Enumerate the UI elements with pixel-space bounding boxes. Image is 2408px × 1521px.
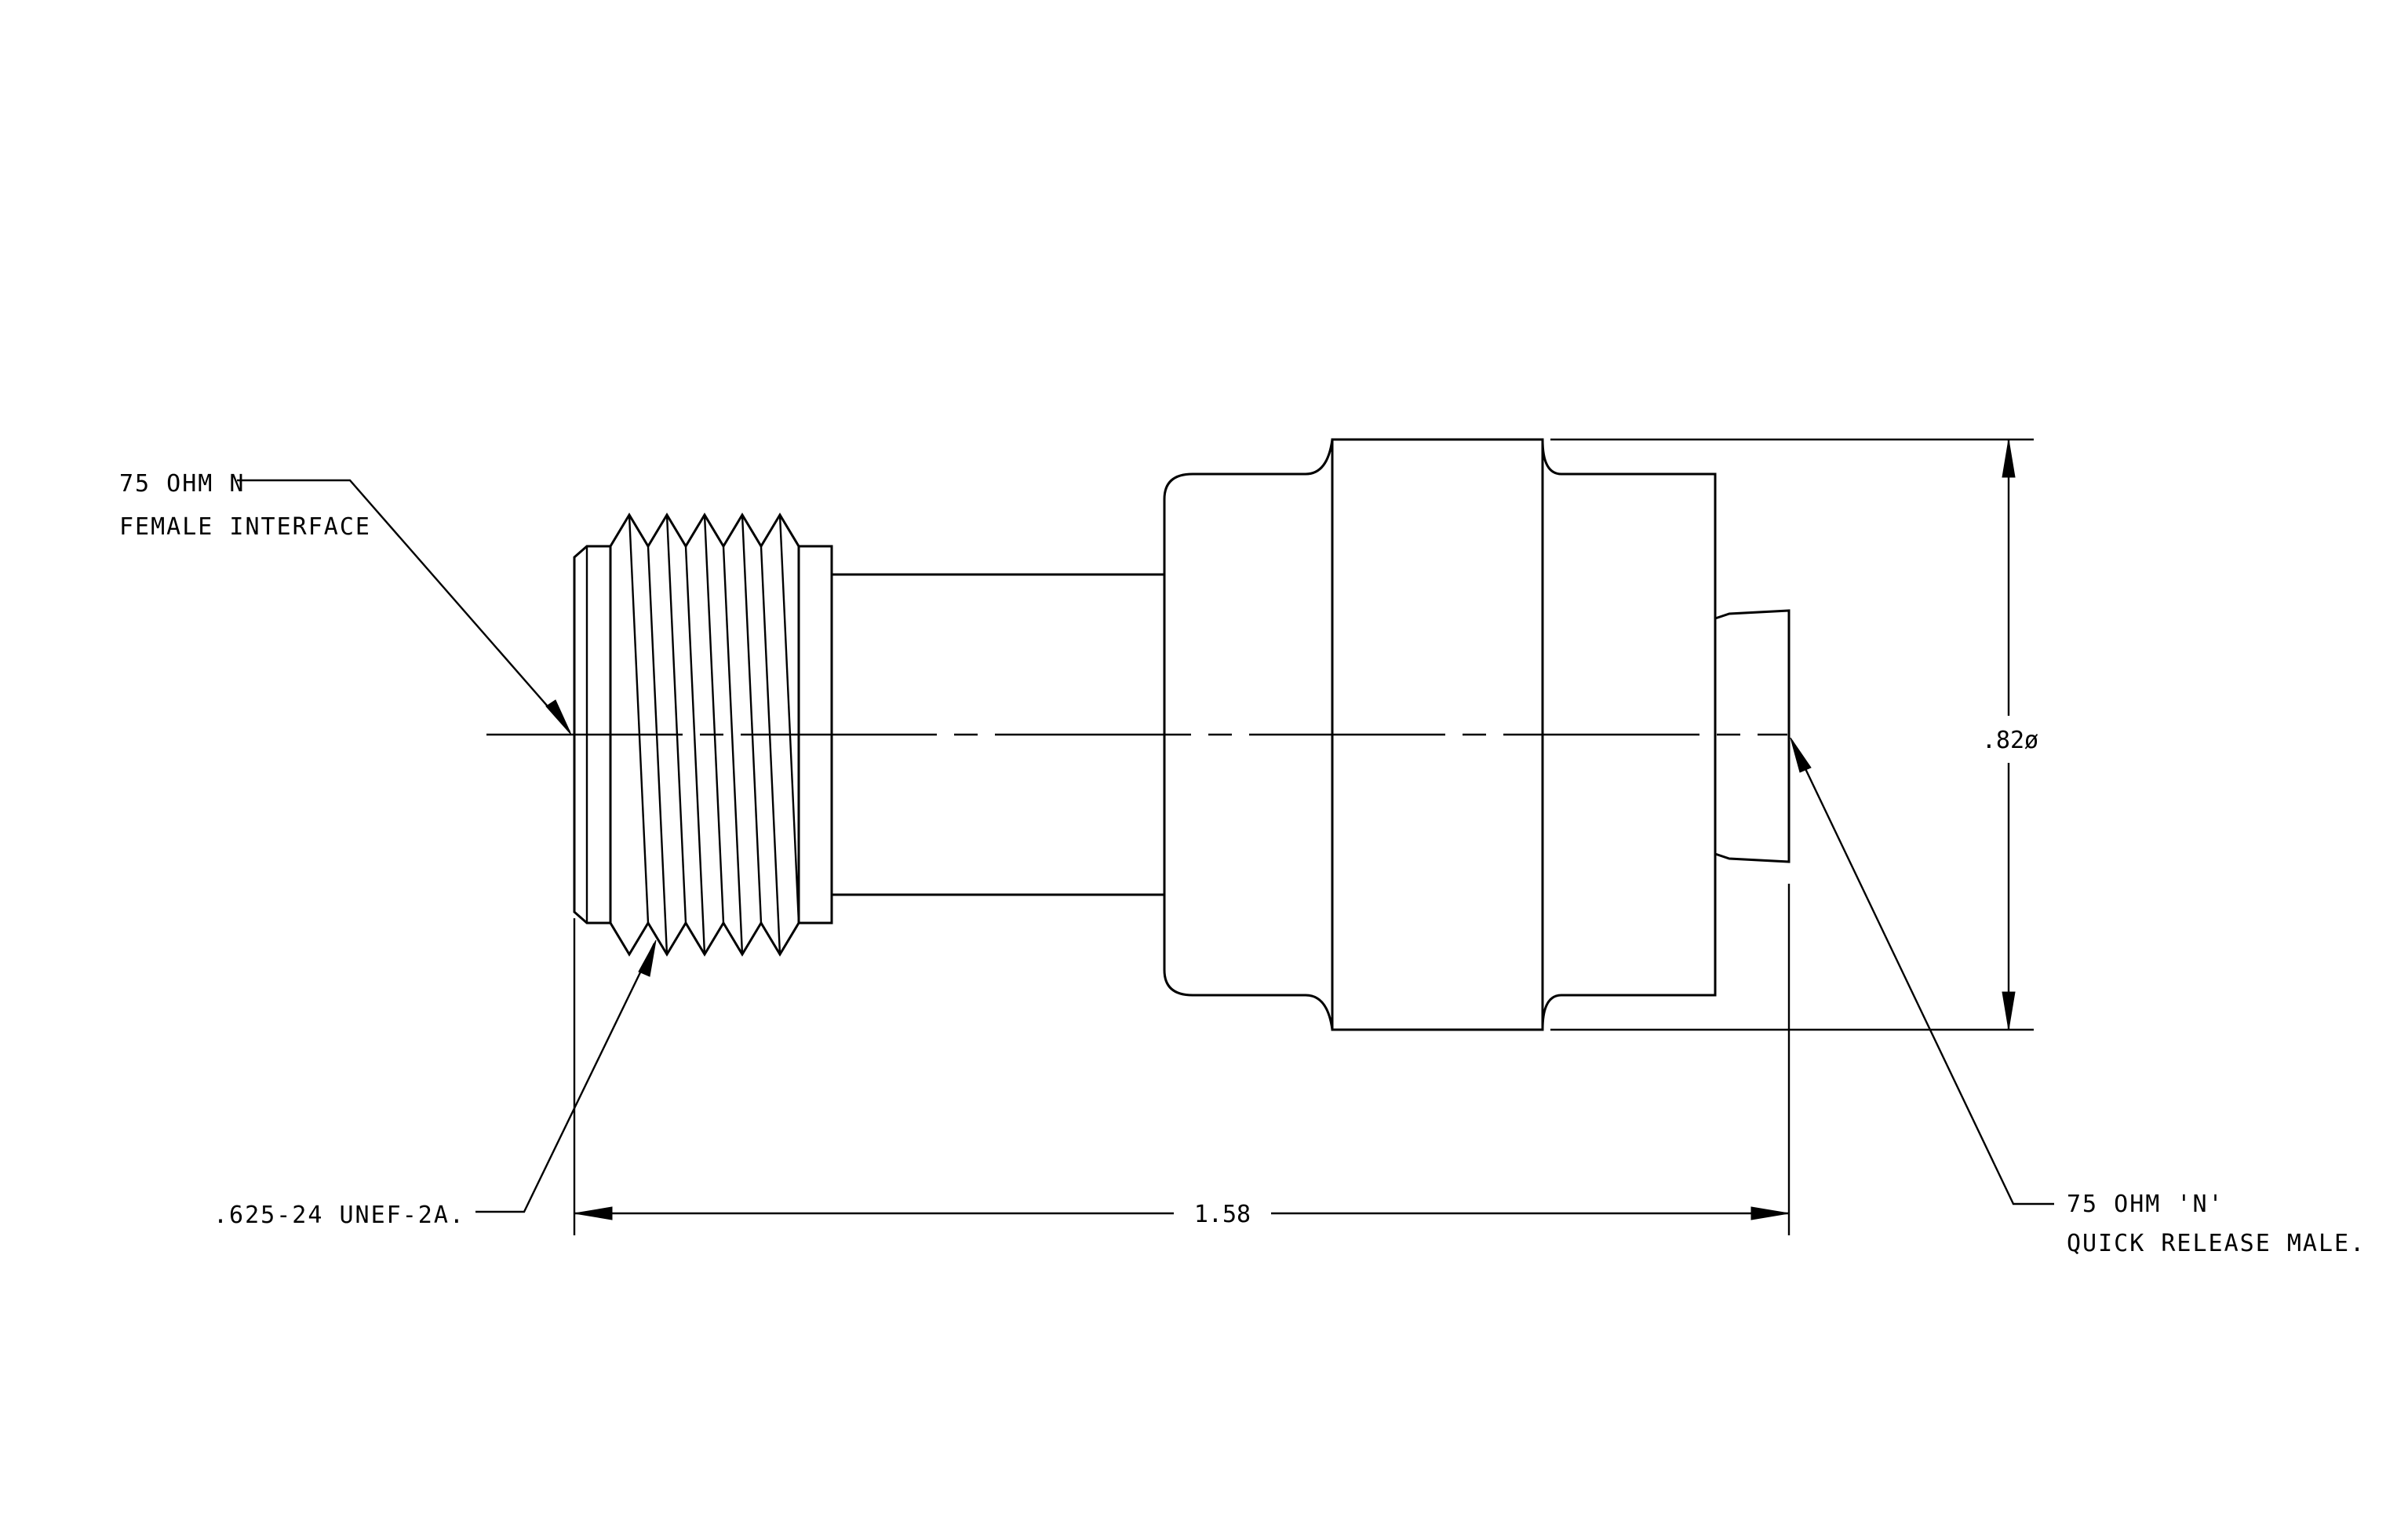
length-dimension-text: 1.58 (1194, 1201, 1251, 1228)
thread-helix-line (665, 514, 687, 924)
thread-helix-line (647, 545, 668, 955)
male-pin (1714, 609, 1791, 863)
female-interface-label-line2: FEMALE INTERFACE (119, 513, 371, 541)
thread-section (609, 512, 800, 957)
diameter-arrow-bottom (2002, 991, 2016, 1030)
thread-helix-line (741, 514, 763, 924)
coupling-nut-rear (1561, 472, 1717, 997)
male-interface-label-line1: 75 OHM 'N' (2067, 1191, 2224, 1218)
female-interface-label-line1: 75 OHM N (119, 470, 246, 498)
female-interface-leader (237, 479, 570, 732)
diameter-dimension-text: .82ø (1982, 727, 2038, 754)
male-interface-label-line2: QUICK RELEASE MALE. (2067, 1230, 2366, 1257)
thread-spec-leader (475, 943, 656, 1213)
thread-helix-line (684, 545, 706, 955)
coupling-nut-main-ring (1331, 438, 1544, 1031)
female-interface-leader-arrow (545, 699, 572, 735)
thread-helix-line (778, 514, 800, 924)
thread-spec-label: .625-24 UNEF-2A. (213, 1202, 465, 1229)
coupling-nut-groove-top (1541, 439, 1562, 476)
thread-helix-line (628, 514, 650, 924)
thread-helix-line (760, 545, 781, 955)
length-arrow-right (1750, 1206, 1790, 1220)
thread-spec-leader-arrow (638, 939, 657, 977)
diameter-arrow-top (2002, 439, 2016, 478)
male-interface-leader (1791, 740, 2054, 1205)
coupling-nut-groove-bottom (1541, 994, 1562, 1030)
thread-helix-line (722, 545, 744, 955)
length-arrow-left (574, 1206, 613, 1220)
thread-helix-line (703, 514, 725, 924)
male-interface-leader-arrow (1790, 737, 1812, 773)
